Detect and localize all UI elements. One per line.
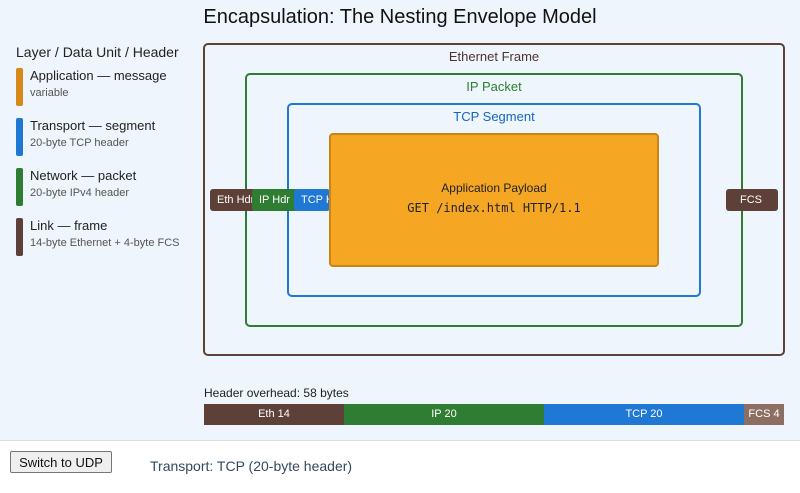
legend-sub-network: 20-byte IPv4 header <box>30 187 130 199</box>
tcp-header-tag: TCP Hdr <box>294 189 330 211</box>
overhead-segment-eth: Eth 14 <box>204 404 344 425</box>
legend-item-transport: Transport — segment 20-byte TCP header <box>16 118 196 168</box>
legend-sub-link: 14-byte Ethernet + 4-byte FCS <box>30 237 180 249</box>
legend-label-transport: Transport — segment <box>30 118 156 133</box>
switch-to-udp-button[interactable]: Switch to UDP <box>10 451 112 473</box>
overhead-segment-fcs: FCS 4 <box>744 404 784 425</box>
legend-item-network: Network — packet 20-byte IPv4 header <box>16 168 196 218</box>
ethernet-frame-box: Ethernet Frame <box>203 43 785 356</box>
legend-sub-application: variable <box>30 87 69 99</box>
payload-title: Application Payload <box>441 181 547 195</box>
overhead-label: Header overhead: 58 bytes <box>204 386 349 400</box>
overhead-segment-tcp: TCP 20 <box>544 404 744 425</box>
legend-item-link: Link — frame 14-byte Ethernet + 4-byte F… <box>16 218 196 268</box>
legend-label-network: Network — packet <box>30 168 137 183</box>
ethernet-frame-label: Ethernet Frame <box>448 49 540 64</box>
legend-swatch-network <box>16 168 23 206</box>
legend-swatch-transport <box>16 118 23 156</box>
legend-item-application: Application — message variable <box>16 68 196 118</box>
overhead-bar: Eth 14 IP 20 TCP 20 FCS 4 <box>204 404 784 425</box>
ip-packet-label: IP Packet <box>466 79 522 94</box>
application-payload-box: Application Payload GET /index.html HTTP… <box>329 133 659 267</box>
layer-legend: Layer / Data Unit / Header Application —… <box>16 44 196 268</box>
eth-header-tag: Eth Hdr <box>210 189 256 211</box>
ip-header-tag: IP Hdr <box>252 189 298 211</box>
fcs-trailer-tag: FCS <box>726 189 778 211</box>
transport-status: Transport: TCP (20-byte header) <box>150 458 353 474</box>
control-bar: Switch to UDP Transport: TCP (20-byte he… <box>0 440 800 493</box>
legend-sub-transport: 20-byte TCP header <box>30 137 129 149</box>
tcp-segment-label: TCP Segment <box>453 109 535 124</box>
legend-label-application: Application — message <box>30 68 167 83</box>
legend-label-link: Link — frame <box>30 218 108 233</box>
legend-swatch-application <box>16 68 23 106</box>
diagram-title: Encapsulation: The Nesting Envelope Mode… <box>203 6 597 28</box>
payload-request: GET /index.html HTTP/1.1 <box>407 201 581 215</box>
legend-swatch-link <box>16 218 23 256</box>
legend-heading: Layer / Data Unit / Header <box>16 44 179 60</box>
overhead-segment-ip: IP 20 <box>344 404 544 425</box>
